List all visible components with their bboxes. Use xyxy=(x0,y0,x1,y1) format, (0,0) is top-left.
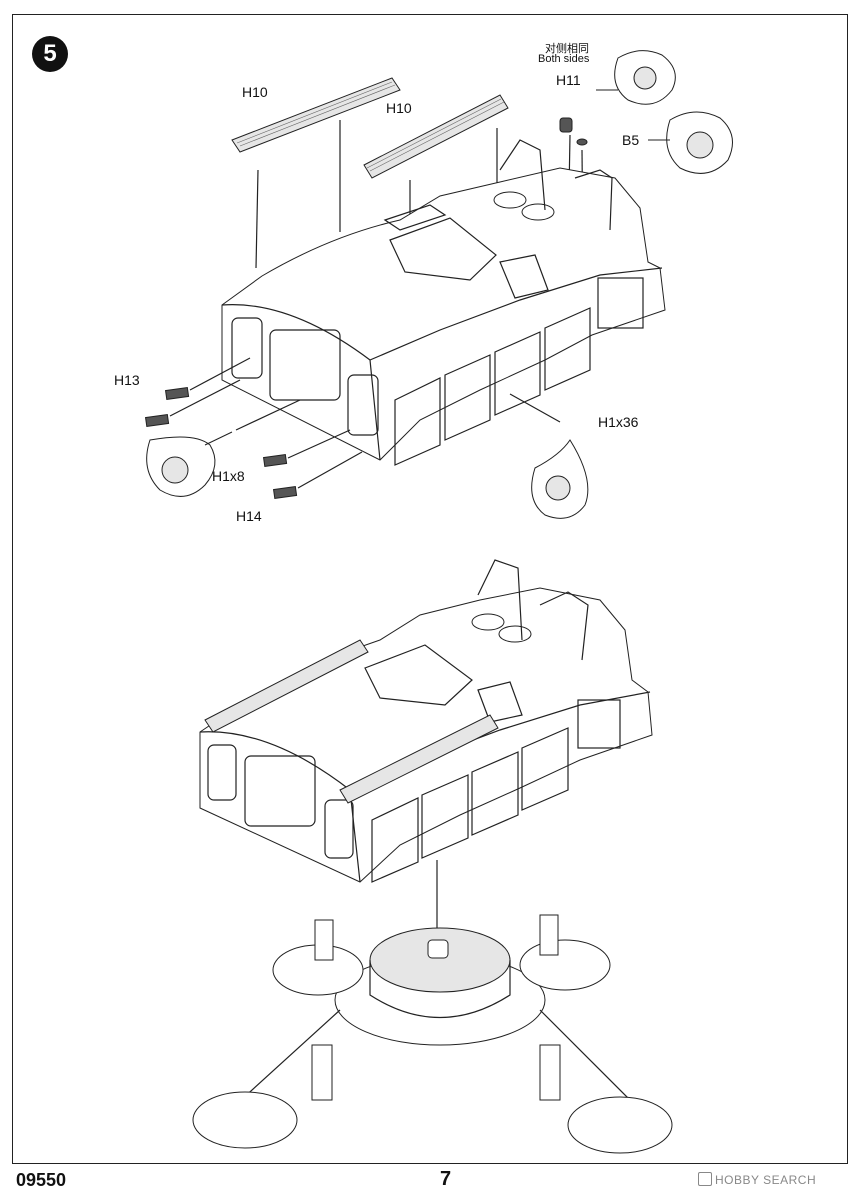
watermark-text: HOBBY SEARCH xyxy=(715,1173,817,1187)
parts-callout-bubble xyxy=(648,111,733,174)
part-b5 xyxy=(576,138,588,146)
step-number-badge: 5 xyxy=(32,36,68,72)
page-number: 7 xyxy=(440,1168,452,1190)
part-label-h13: H13 xyxy=(114,372,140,388)
part-h14 xyxy=(262,453,298,500)
part-label-h1x8: H1x8 xyxy=(212,468,245,484)
part-label-h10-right: H10 xyxy=(386,100,412,116)
part-h13 xyxy=(144,386,190,428)
hull-body-assembled xyxy=(199,559,653,883)
parts-callout-bubble xyxy=(531,439,589,519)
part-label-h14: H14 xyxy=(236,508,262,524)
watermark-logo-icon xyxy=(698,1172,712,1186)
parts-callout-bubble xyxy=(146,431,233,497)
part-label-h11: H11 xyxy=(556,72,581,88)
arrow-pointer xyxy=(169,357,561,489)
note-both-sides-en: Both sides xyxy=(538,53,590,65)
watermark: HOBBY SEARCH xyxy=(698,1172,816,1187)
note-both-sides-cn: 对侧相同 xyxy=(545,43,589,55)
part-label-b5: B5 xyxy=(622,132,640,148)
grille-part-h10-right xyxy=(363,94,509,179)
hull-body-top xyxy=(221,139,666,466)
part-label-h1x36: H1x36 xyxy=(598,414,639,430)
part-h11 xyxy=(559,117,573,133)
turntable-base xyxy=(192,914,673,1154)
grille-part-h10-left xyxy=(231,77,401,153)
part-label-h10-left: H10 xyxy=(242,84,268,100)
parts-callout-bubble xyxy=(596,50,676,105)
page-border xyxy=(12,14,848,1164)
product-code: 09550 xyxy=(16,1170,67,1190)
